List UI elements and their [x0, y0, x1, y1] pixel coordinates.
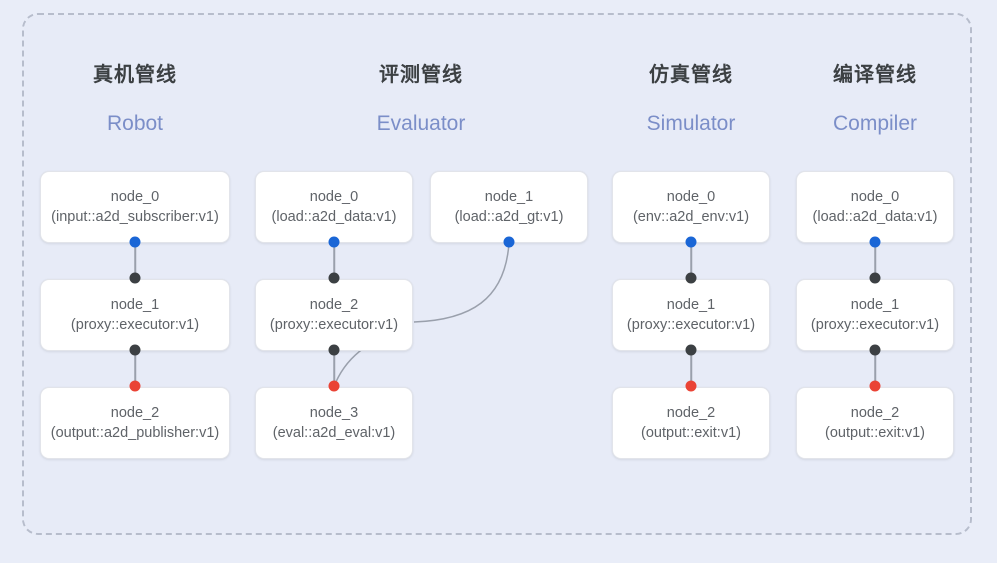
- node-subtitle: (output::a2d_publisher:v1): [50, 424, 220, 441]
- column-title-cn-simulator: 仿真管线: [648, 64, 733, 86]
- node-eval-node-3[interactable]: node_3(eval::a2d_eval:v1): [255, 387, 413, 459]
- node-subtitle: (load::a2d_data:v1): [271, 208, 397, 225]
- node-title: node_1: [110, 296, 160, 313]
- port-red-simulator-3[interactable]: [685, 380, 697, 392]
- node-comp-node-1[interactable]: node_1(proxy::executor:v1): [796, 279, 954, 351]
- node-sim-node-2[interactable]: node_2(output::exit:v1): [612, 387, 770, 459]
- node-subtitle: (output::exit:v1): [641, 424, 741, 441]
- node-subtitle: (load::a2d_gt:v1): [454, 208, 564, 225]
- node-robot-node-2[interactable]: node_2(output::a2d_publisher:v1): [40, 387, 230, 459]
- node-title: node_2: [309, 296, 359, 313]
- column-header-compiler: 编译管线 Compiler: [833, 62, 917, 137]
- column-title-en-evaluator: Evaluator: [376, 112, 466, 135]
- column-title-cn-compiler: 编译管线: [833, 64, 917, 86]
- edge-compiler-0: [874, 242, 876, 278]
- node-subtitle: (proxy::executor:v1): [626, 316, 756, 333]
- port-dark-compiler-2[interactable]: [869, 344, 881, 356]
- column-title-cn-evaluator: 评测管线: [379, 64, 463, 86]
- node-title: node_1: [850, 296, 900, 313]
- edge-robot-1: [134, 350, 136, 386]
- column-title-en-robot: Robot: [106, 112, 164, 135]
- node-title: node_3: [309, 404, 359, 421]
- node-subtitle: (env::a2d_env:v1): [632, 208, 750, 225]
- port-red-evaluator-4[interactable]: [328, 380, 340, 392]
- port-blue-evaluator-0[interactable]: [328, 236, 340, 248]
- edge-evaluator-1: [333, 350, 335, 386]
- node-title: node_0: [309, 188, 359, 205]
- column-title-en-simulator: Simulator: [646, 112, 736, 135]
- node-subtitle: (proxy::executor:v1): [810, 316, 940, 333]
- edge-compiler-1: [874, 350, 876, 386]
- node-subtitle: (proxy::executor:v1): [269, 316, 399, 333]
- node-subtitle: (proxy::executor:v1): [70, 316, 200, 333]
- node-subtitle: (eval::a2d_eval:v1): [272, 424, 396, 441]
- node-eval-node-2[interactable]: node_2(proxy::executor:v1): [255, 279, 413, 351]
- port-dark-simulator-2[interactable]: [685, 344, 697, 356]
- edge-simulator-1: [690, 350, 692, 386]
- edge-robot-0: [134, 242, 136, 278]
- node-subtitle: (input::a2d_subscriber:v1): [51, 208, 219, 225]
- column-title-en-compiler: Compiler: [832, 112, 918, 135]
- port-dark-compiler-1[interactable]: [869, 272, 881, 284]
- node-robot-node-1[interactable]: node_1(proxy::executor:v1): [40, 279, 230, 351]
- port-blue-evaluator-1[interactable]: [503, 236, 515, 248]
- node-eval-node-0[interactable]: node_0(load::a2d_data:v1): [255, 171, 413, 243]
- port-red-compiler-3[interactable]: [869, 380, 881, 392]
- column-header-robot: 真机管线 Robot: [93, 62, 177, 137]
- node-eval-node-1[interactable]: node_1(load::a2d_gt:v1): [430, 171, 588, 243]
- node-subtitle: (output::exit:v1): [825, 424, 925, 441]
- node-title: node_0: [666, 188, 716, 205]
- node-title: node_1: [666, 296, 716, 313]
- column-header-evaluator: 评测管线 Evaluator: [377, 62, 466, 137]
- port-dark-evaluator-3[interactable]: [328, 344, 340, 356]
- port-dark-robot-2[interactable]: [129, 344, 141, 356]
- node-title: node_1: [484, 188, 534, 205]
- node-sim-node-1[interactable]: node_1(proxy::executor:v1): [612, 279, 770, 351]
- port-dark-evaluator-2[interactable]: [328, 272, 340, 284]
- node-comp-node-2[interactable]: node_2(output::exit:v1): [796, 387, 954, 459]
- node-title: node_2: [850, 404, 900, 421]
- port-red-robot-3[interactable]: [129, 380, 141, 392]
- node-robot-node-0[interactable]: node_0(input::a2d_subscriber:v1): [40, 171, 230, 243]
- port-dark-robot-1[interactable]: [129, 272, 141, 284]
- node-subtitle: (load::a2d_data:v1): [812, 208, 938, 225]
- node-title: node_2: [666, 404, 716, 421]
- port-blue-compiler-0[interactable]: [869, 236, 881, 248]
- node-title: node_2: [110, 404, 160, 421]
- node-comp-node-0[interactable]: node_0(load::a2d_data:v1): [796, 171, 954, 243]
- port-blue-robot-0[interactable]: [129, 236, 141, 248]
- edge-evaluator-0: [333, 242, 335, 278]
- node-title: node_0: [850, 188, 900, 205]
- edge-simulator-0: [690, 242, 692, 278]
- node-sim-node-0[interactable]: node_0(env::a2d_env:v1): [612, 171, 770, 243]
- port-dark-simulator-1[interactable]: [685, 272, 697, 284]
- column-title-cn-robot: 真机管线: [93, 64, 177, 86]
- column-header-simulator: 仿真管线 Simulator: [647, 62, 736, 137]
- port-blue-simulator-0[interactable]: [685, 236, 697, 248]
- node-title: node_0: [110, 188, 160, 205]
